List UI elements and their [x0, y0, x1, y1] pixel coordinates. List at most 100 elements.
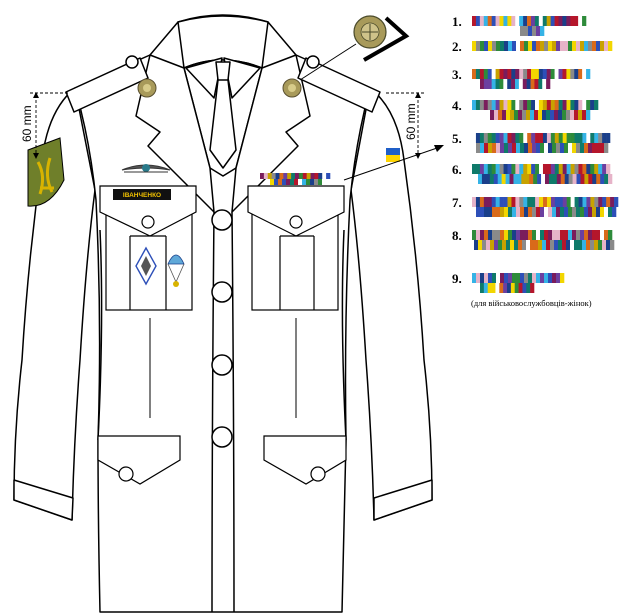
- ribbon-stripe: [578, 110, 583, 120]
- ribbon-stripe: [509, 174, 514, 184]
- ribbon-stripe: [515, 16, 520, 26]
- ribbon-stripe: [566, 197, 571, 207]
- ribbon-stripe: [495, 164, 500, 174]
- ribbon-stripe: [568, 41, 573, 51]
- ribbon-stripe: [520, 230, 525, 240]
- ribbon-stripe: [491, 164, 496, 174]
- ribbon-stripe: [475, 69, 481, 79]
- ribbon-row-bottom: [476, 207, 617, 217]
- ribbon-stripe: [543, 197, 548, 207]
- ribbon-stripe: [503, 133, 508, 143]
- ribbon-stripe: [507, 283, 512, 293]
- ribbon-stripe: [578, 16, 583, 26]
- ribbon-stripe: [526, 283, 531, 293]
- ribbon-stripe: [584, 143, 589, 153]
- ribbon-stripe: [524, 273, 529, 283]
- ribbon-stripe: [478, 240, 483, 250]
- ribbon-stripe: [570, 110, 575, 120]
- ribbon-stripe: [491, 100, 496, 110]
- ribbon-stripe: [594, 240, 599, 250]
- ribbon-stripe: [492, 230, 497, 240]
- ribbon-stripe: [558, 69, 563, 79]
- ribbon-stripe: [542, 16, 547, 26]
- ribbon-stripe: [508, 143, 513, 153]
- ribbon-stripe: [514, 283, 519, 293]
- ribbon-stripe: [520, 207, 525, 217]
- ribbon-stripe: [588, 174, 593, 184]
- ribbon-stripe: [546, 69, 551, 79]
- ribbon-stripe: [568, 174, 573, 184]
- ribbon-stripe: [608, 230, 613, 240]
- right-cuff: [373, 479, 433, 521]
- ribbon-stripe: [544, 273, 549, 283]
- ribbon-stripe: [564, 143, 569, 153]
- ribbon-stripe: [306, 173, 311, 179]
- ribbon-stripe: [610, 197, 615, 207]
- ribbon-stripe: [287, 173, 292, 179]
- ribbon-stripe: [326, 173, 331, 179]
- ribbon-stripe: [596, 174, 601, 184]
- ribbon-stripe: [554, 240, 559, 250]
- ribbon-stripe: [506, 110, 511, 120]
- ribbon-stripe: [507, 100, 512, 110]
- left-cuff: [13, 479, 74, 521]
- ribbon-stripe: [542, 133, 548, 143]
- ribbon-stripe: [592, 41, 597, 51]
- ribbon-stripe: [481, 174, 487, 184]
- ribbon-stripe: [576, 230, 581, 240]
- ribbon-stripe: [606, 164, 611, 174]
- ribbon-stripe: [503, 100, 508, 110]
- ribbon-stripe: [531, 164, 536, 174]
- front-button: [211, 354, 233, 376]
- chest-ribbon-top: [260, 173, 331, 179]
- ribbon-stripe: [499, 133, 504, 143]
- ribbon-stripe: [590, 164, 595, 174]
- ribbon-stripe: [508, 273, 513, 283]
- ribbon-stripe: [536, 143, 541, 153]
- ribbon-stripe: [538, 16, 544, 26]
- ribbon-stripe: [270, 179, 275, 185]
- ribbon-stripe: [600, 207, 605, 217]
- ribbon-stripe: [592, 174, 597, 184]
- ribbon-stripe: [562, 240, 567, 250]
- ribbon-stripe: [562, 133, 567, 143]
- ribbon-stripe: [522, 79, 527, 89]
- ribbon-stripe: [572, 207, 577, 217]
- ribbon-stripe: [592, 230, 597, 240]
- ribbon-stripe: [479, 100, 485, 110]
- ribbon-stripe: [558, 240, 563, 250]
- ribbon-stripe: [507, 79, 512, 89]
- right-collar-badge: [282, 78, 302, 98]
- ribbon-stripe: [518, 240, 523, 250]
- ribbon-stripe: [582, 197, 587, 207]
- ribbon-stripe: [586, 197, 591, 207]
- ribbon-stripe: [592, 207, 597, 217]
- front-button: [211, 426, 233, 448]
- ribbon-stripe: [483, 164, 489, 174]
- ribbon-stripe: [511, 133, 516, 143]
- ribbon-stripe: [506, 240, 511, 250]
- ribbon-stripe: [548, 273, 553, 283]
- ribbon-stripe: [495, 69, 500, 79]
- ribbon-stripe: [478, 110, 483, 120]
- ribbon-stripe: [523, 197, 528, 207]
- ribbon-stripe: [486, 110, 491, 120]
- ribbon-stripe: [606, 197, 611, 207]
- ribbon-stripe: [472, 133, 477, 143]
- ribbon-stripe: [485, 174, 491, 184]
- ribbon-stripe: [483, 100, 489, 110]
- ribbon-stripe: [566, 69, 571, 79]
- ribbon-stripe: [566, 100, 571, 110]
- ribbon-row-bottom: [478, 174, 613, 184]
- ribbon-stripe: [488, 273, 493, 283]
- ribbon-stripe: [582, 69, 587, 79]
- ribbon-stripe: [479, 69, 485, 79]
- ribbon-stripe: [536, 26, 541, 36]
- ribbon-stripe: [507, 197, 512, 207]
- ribbon-stripe: [474, 240, 479, 250]
- ribbon-stripe: [529, 174, 534, 184]
- ribbon-stripe: [484, 207, 489, 217]
- ribbon-stripe: [511, 164, 516, 174]
- left-lapel: [135, 54, 215, 213]
